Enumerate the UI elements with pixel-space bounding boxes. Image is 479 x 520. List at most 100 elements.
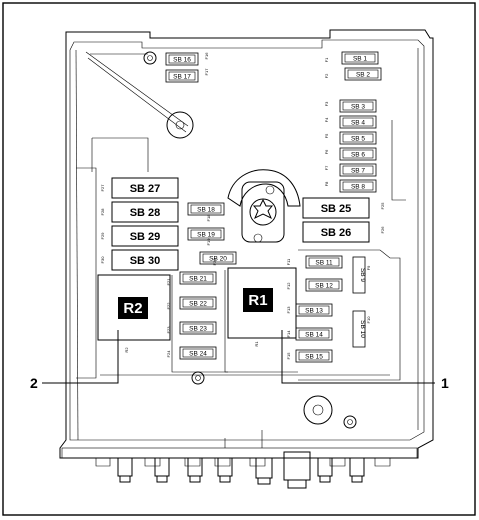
fuse-large-label: SB 29: [130, 231, 161, 243]
screws: [143, 51, 357, 429]
slot-label: F6: [324, 149, 329, 154]
slot-label: F28: [100, 208, 105, 216]
fuse-large-label: SB 28: [130, 207, 161, 219]
fuse-small-vertical: SB 10: [352, 310, 366, 348]
fuse-small: SB 20: [199, 251, 237, 265]
slot-label: F10: [366, 316, 371, 324]
fuse-small: SB 16: [165, 52, 199, 66]
fuse-large: SB 28: [111, 201, 179, 223]
fuse-small-label: SB 18: [197, 206, 215, 213]
fuse-small-label: SB 11: [315, 259, 333, 266]
fuse-small: SB 15: [295, 349, 333, 363]
fuse-small: SB 11: [305, 255, 343, 269]
fuse-large-label: SB 30: [130, 255, 161, 267]
slot-label: R1: [254, 341, 259, 347]
relay-r2: R2: [97, 274, 171, 341]
slot-label: F11: [286, 258, 291, 265]
fuse-small-label: SB 16: [173, 56, 191, 63]
slot-label: F20: [212, 258, 217, 266]
slot-label: F25: [380, 202, 385, 210]
fuse-small: SB 14: [295, 327, 333, 341]
fuse-small: SB 6: [339, 147, 377, 161]
slot-label: F24: [166, 350, 171, 358]
small-fuses: SB 16 SB 17 SB 1 SB 2 SB 3 SB 4 SB 5 SB 6 SB 7 SB…: [100, 51, 385, 363]
fuse-small-label: SB 14: [305, 331, 323, 338]
slot-label: F3: [324, 101, 329, 106]
fuse-large-label: SB 27: [130, 183, 161, 195]
fuse-small-label: SB 8: [351, 183, 365, 190]
slot-label: F5: [324, 133, 329, 138]
fuse-small: SB 2: [344, 67, 382, 81]
fuse-small-label: SB 3: [351, 103, 365, 110]
fuse-small: SB 13: [295, 303, 333, 317]
fuse-large: SB 25: [302, 197, 370, 219]
fuse-small: SB 18: [187, 202, 225, 216]
fuse-small-label: SB 23: [189, 325, 207, 332]
slot-label: F15: [286, 352, 291, 360]
slot-label: F29: [100, 232, 105, 240]
fuse-small-label: SB 9: [359, 268, 366, 282]
fuse-small-label: SB 19: [197, 231, 215, 238]
fuse-small: SB 19: [187, 227, 225, 241]
fuse-small: SB 22: [179, 296, 217, 310]
slot-label: R2: [124, 347, 129, 353]
slot-label: F1: [324, 57, 329, 62]
bottom-terminals: [61, 430, 418, 489]
relay-r1: R1: [227, 267, 297, 339]
slot-label: F16: [204, 52, 209, 60]
fuse-small-label: SB 1: [353, 55, 367, 62]
fuse-large: SB 26: [302, 221, 370, 243]
slot-label: F14: [286, 330, 291, 338]
fuse-small-label: SB 17: [173, 73, 191, 80]
fuse-small-label: SB 20: [209, 255, 227, 262]
fuse-small-label: SB 4: [351, 119, 365, 126]
fuse-small: SB 7: [339, 163, 377, 177]
fuse-small: SB 17: [165, 69, 199, 83]
fuse-large-label: SB 25: [321, 203, 352, 215]
relay-r1-label: R1: [248, 292, 267, 309]
fuse-small-label: SB 22: [189, 300, 207, 307]
slot-label: F19: [206, 238, 211, 246]
fuse-small-label: SB 24: [189, 350, 207, 357]
slot-label: F23: [166, 326, 171, 334]
fuse-small-label: SB 21: [189, 275, 207, 282]
slot-label: F17: [204, 68, 209, 76]
fuse-large-label: SB 26: [321, 227, 352, 239]
fuse-large: SB 29: [111, 225, 179, 247]
fuse-small-vertical: SB 9: [352, 256, 366, 294]
fuse-small-label: SB 10: [359, 320, 366, 338]
fuse-small-label: SB 13: [305, 307, 323, 314]
fuse-small: SB 24: [179, 346, 217, 360]
fuse-small: SB 3: [339, 99, 377, 113]
slot-label: F30: [100, 256, 105, 264]
slot-label: F12: [286, 282, 291, 290]
slot-label: F27: [100, 184, 105, 192]
callout-leaders: 2 1: [30, 330, 449, 391]
fuse-small: SB 21: [179, 271, 217, 285]
fuse-small-label: SB 5: [351, 135, 365, 142]
fuse-small-label: SB 12: [315, 282, 333, 289]
fuse-large: SB 27: [111, 177, 179, 199]
fuse-small-label: SB 6: [351, 151, 365, 158]
fuse-small: SB 1: [341, 51, 379, 65]
slot-label: F26: [380, 226, 385, 234]
callout-2: 2: [30, 375, 38, 391]
slot-label: F8: [324, 181, 329, 186]
slot-label: F4: [324, 117, 329, 122]
slot-label: F18: [206, 214, 211, 222]
housing: [59, 29, 434, 459]
slot-label: F13: [286, 306, 291, 314]
slot-label: F22: [166, 302, 171, 310]
fuse-small: SB 4: [339, 115, 377, 129]
fuse-small-label: SB 15: [305, 353, 323, 360]
frame-border: [2, 2, 476, 516]
fuse-small: SB 8: [339, 179, 377, 193]
fuse-small: SB 5: [339, 131, 377, 145]
fuse-large: SB 30: [111, 249, 179, 271]
slot-label: F7: [324, 165, 329, 170]
relay-r2-label: R2: [123, 300, 142, 317]
fuse-small-label: SB 7: [351, 167, 365, 174]
slot-label: F2: [324, 73, 329, 78]
slot-label: F9: [366, 265, 371, 270]
